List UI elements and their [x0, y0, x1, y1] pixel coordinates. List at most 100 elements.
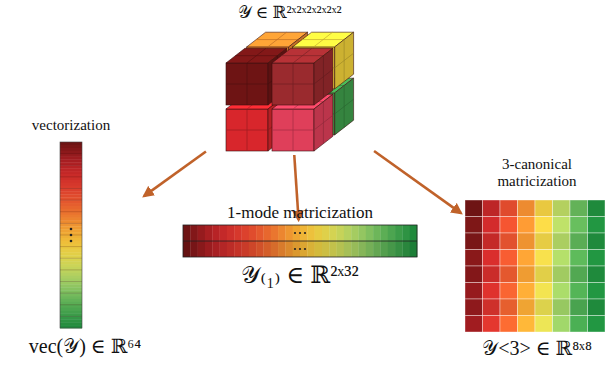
ellipsis-dot — [70, 240, 73, 243]
matrix-cell — [518, 200, 536, 217]
matrix-cell — [329, 225, 337, 241]
matrix-cell — [220, 225, 228, 241]
matrix-cell — [380, 241, 388, 257]
ellipsis-dot — [304, 232, 306, 234]
arrow-connector — [144, 152, 206, 197]
matrix-cell — [553, 250, 571, 267]
matrix-cell — [500, 200, 518, 217]
matrix-cell — [518, 283, 536, 300]
vector-cell — [60, 261, 82, 264]
matrix-cell — [483, 200, 501, 217]
vector-cell — [60, 250, 82, 253]
row-separator — [183, 241, 417, 242]
matrix-cell — [183, 225, 191, 241]
matrix-cell — [588, 250, 606, 267]
matrix-cell — [212, 241, 220, 257]
block-side-face — [335, 32, 354, 89]
matrix-cell — [518, 217, 536, 234]
vector-cell — [60, 142, 82, 145]
matrix-cell — [395, 241, 403, 257]
matrix-cell — [307, 241, 315, 257]
vector-illustration — [40, 140, 140, 330]
cell-separator — [60, 258, 82, 259]
matrix-cell — [337, 225, 345, 241]
vector-cell — [60, 267, 82, 270]
vector-cell — [60, 200, 82, 203]
vector-cell — [60, 313, 82, 316]
vector-cell — [60, 296, 82, 299]
matrix-cell — [553, 217, 571, 234]
vector-cell — [60, 212, 82, 215]
matrix-cell — [242, 225, 250, 241]
matrix-cell — [205, 241, 213, 257]
ellipsis-dot — [70, 234, 73, 237]
block-grid-line — [314, 56, 333, 98]
vector-cell — [60, 191, 82, 194]
cell-separator — [60, 153, 82, 154]
vector-cell — [60, 305, 82, 308]
matrix-cell — [500, 266, 518, 283]
matrix-cell — [249, 241, 257, 257]
matrix-cell — [373, 241, 381, 257]
matrix-cell — [227, 241, 235, 257]
matrix-cell — [500, 316, 518, 333]
matrix-cell — [570, 233, 588, 250]
matrix-cell — [535, 266, 553, 283]
matrix-outline — [183, 225, 417, 257]
cell-separator — [60, 211, 82, 212]
matrix-cell — [198, 225, 206, 241]
vector-cell — [60, 284, 82, 287]
matrix-cell — [359, 241, 367, 257]
matrix-cell — [410, 241, 418, 257]
matrix-cell — [588, 233, 606, 250]
cell-separator — [60, 235, 82, 236]
vector-cell — [60, 154, 82, 157]
matrix-cell — [300, 225, 308, 241]
cube-illustration — [210, 32, 370, 150]
vector-cell — [60, 177, 82, 180]
vector-cell — [60, 209, 82, 212]
vector-cell — [60, 252, 82, 255]
matrix-cell — [242, 241, 250, 257]
matrix-cell — [500, 250, 518, 267]
matrix-strip: 1-mode matricization𝒴₍₁₎ ∈ ℝ²ˣ³² — [183, 225, 417, 257]
ellipsis-dot — [70, 228, 73, 231]
matrix-cell — [588, 283, 606, 300]
matrix-cell — [315, 241, 323, 257]
vector-cell — [60, 174, 82, 177]
vector-cell — [60, 157, 82, 160]
matrix-cell — [553, 233, 571, 250]
heading-label: 3-canonical matricization — [475, 156, 599, 191]
block-grid-line — [335, 86, 354, 128]
matrix-cell — [535, 233, 553, 250]
matrix-cell — [518, 316, 536, 333]
matrix-cell — [263, 241, 271, 257]
tensor-cube: 𝒴 ∈ ℝ²ˣ²ˣ²ˣ²ˣ²ˣ² — [210, 32, 370, 150]
cell-separator — [60, 188, 82, 189]
matrix-cell — [588, 266, 606, 283]
matrix-cell — [263, 225, 271, 241]
matrix-cell — [535, 299, 553, 316]
vector-cell — [60, 159, 82, 162]
matrix-cell — [535, 316, 553, 333]
matrix-cell — [465, 266, 483, 283]
matrix-cell — [190, 225, 198, 241]
matrix-cell — [500, 217, 518, 234]
matrix-cell — [271, 241, 279, 257]
matrix-cell — [351, 225, 359, 241]
vector-cell — [60, 279, 82, 282]
matrix-cell — [293, 225, 301, 241]
ellipsis-dot — [294, 248, 296, 250]
vector-cell — [60, 311, 82, 314]
cell-separator — [60, 246, 82, 247]
matrix-cell — [410, 225, 418, 241]
ellipsis-dot — [304, 248, 306, 250]
matrix-cell — [465, 299, 483, 316]
heading-label: vectorization — [32, 117, 110, 134]
matrix-cell — [553, 316, 571, 333]
vector-cell — [60, 215, 82, 218]
matrix-cell — [500, 233, 518, 250]
vector-cell — [60, 270, 82, 273]
matrix-cell — [278, 225, 286, 241]
matrix-cell — [285, 241, 293, 257]
